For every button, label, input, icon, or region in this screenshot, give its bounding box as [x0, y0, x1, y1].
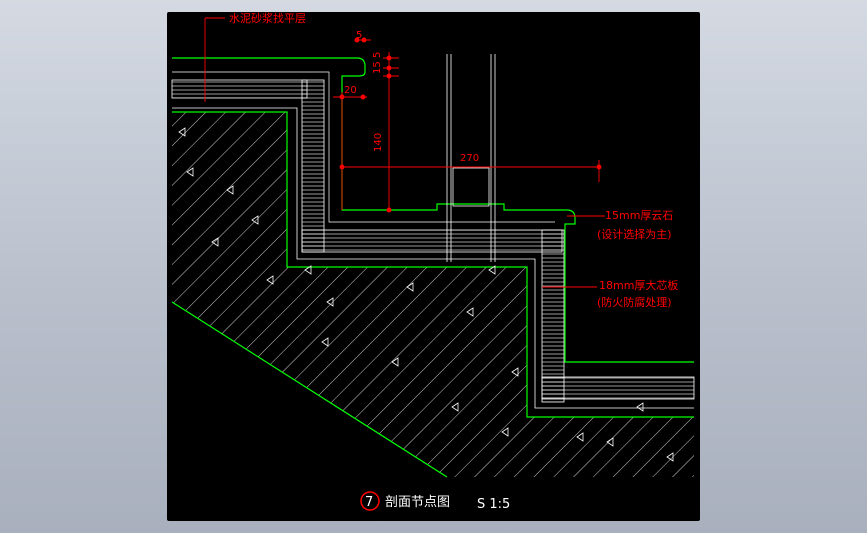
- annotation-stone-2: (设计选择为主): [597, 227, 672, 241]
- concrete-mass: [172, 112, 694, 477]
- dim-140: 140: [373, 133, 384, 152]
- top-board: [171, 79, 308, 99]
- annotation-stone-1: 15mm厚云石: [605, 209, 673, 222]
- dim-270: 270: [460, 153, 479, 164]
- annotation-board-1: 18mm厚大芯板: [599, 278, 678, 292]
- post-lines: [446, 54, 496, 262]
- dim-5-side: 5: [372, 52, 383, 58]
- bottom-board: [541, 376, 695, 400]
- aggregate-markers: [178, 127, 674, 462]
- mortar-line: [172, 107, 694, 409]
- dim-20: 20: [344, 85, 357, 96]
- lower-riser-board: [541, 229, 565, 403]
- detail-title: 剖面节点图: [385, 495, 450, 510]
- stone-facing: [172, 57, 694, 363]
- section-drawing: 水泥砂浆找平层 15mm厚云石 (设计选择为主) 18mm厚大芯板 (防火防腐处…: [171, 12, 695, 512]
- dimension-lines: [204, 17, 605, 288]
- riser-board: [301, 79, 325, 253]
- dim-5-top: 5: [356, 30, 362, 41]
- stone-back: [172, 71, 555, 223]
- annotation-mortar-layer: 水泥砂浆找平层: [229, 12, 306, 25]
- annotation-board-2: (防火防腐处理): [597, 295, 672, 309]
- cad-viewport[interactable]: 水泥砂浆找平层 15mm厚云石 (设计选择为主) 18mm厚大芯板 (防火防腐处…: [167, 12, 700, 521]
- tread-board: [301, 229, 563, 253]
- detail-number: 7: [365, 495, 373, 510]
- detail-scale: S 1:5: [477, 497, 510, 512]
- detail-number-circle: [360, 491, 380, 511]
- dim-15: 15: [372, 61, 383, 74]
- concrete-outline: [171, 111, 694, 478]
